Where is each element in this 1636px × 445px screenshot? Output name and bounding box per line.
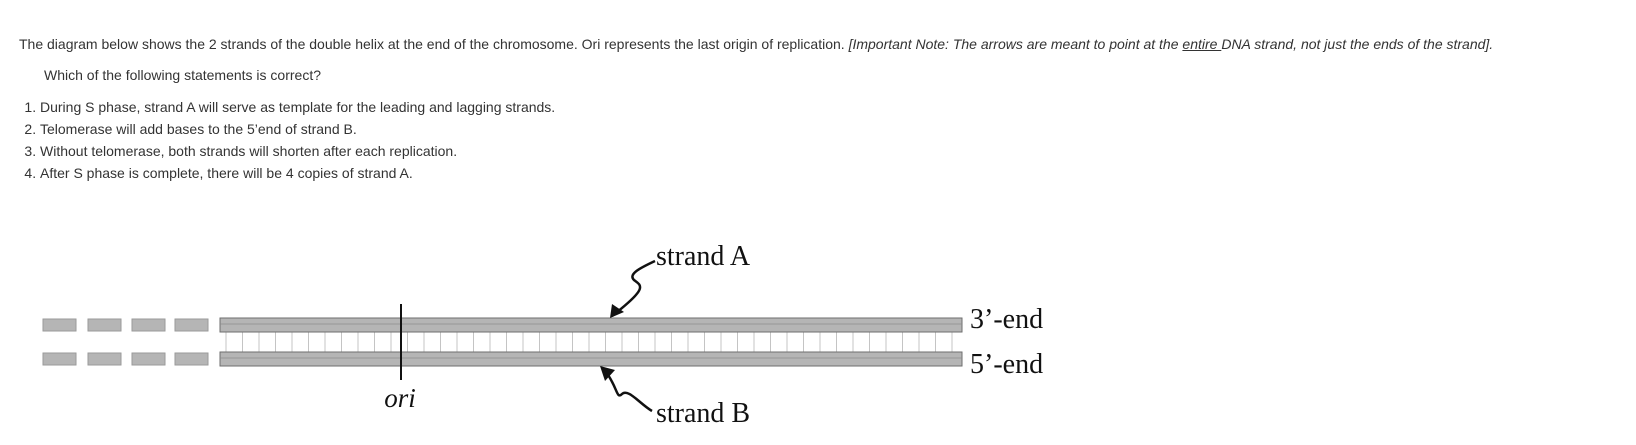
option-3: Without telomerase, both strands will sh… bbox=[40, 140, 1619, 162]
question-intro: The diagram below shows the 2 strands of… bbox=[19, 33, 1619, 55]
important-note: [Important Note: The arrows are meant to… bbox=[849, 36, 1494, 52]
note-text-before: [Important Note: The arrows are meant to… bbox=[848, 36, 1183, 52]
strand-a-bar bbox=[219, 317, 963, 333]
question-prompt: Which of the following statements is cor… bbox=[44, 67, 322, 83]
strand-b-bar bbox=[219, 351, 963, 367]
ori-label: ori bbox=[384, 383, 416, 413]
base-pair-rungs bbox=[225, 332, 953, 352]
dna-strand-diagram: ori strand A strand B 3’-end 5’-end bbox=[42, 241, 1043, 429]
top-end-label: 3’-end bbox=[970, 304, 1043, 335]
note-text-after: DNA strand, not just the ends of the str… bbox=[1221, 36, 1494, 52]
bottom-end-label: 5’-end bbox=[970, 349, 1043, 380]
bottom-strand-dashes bbox=[42, 352, 209, 366]
option-1: During S phase, strand A will serve as t… bbox=[40, 96, 1619, 118]
strand-a-label: strand A bbox=[656, 241, 751, 272]
option-4: After S phase is complete, there will be… bbox=[40, 162, 1619, 184]
strand-b-label: strand B bbox=[656, 398, 750, 429]
question-block: The diagram below shows the 2 strands of… bbox=[19, 33, 1619, 184]
strand-b-arrow-icon bbox=[600, 366, 653, 413]
strand-a-arrow-icon bbox=[610, 259, 656, 318]
note-underlined-word: entire bbox=[1182, 36, 1222, 52]
top-strand-dashes bbox=[42, 318, 209, 332]
option-2: Telomerase will add bases to the 5’end o… bbox=[40, 118, 1619, 140]
answer-options: During S phase, strand A will serve as t… bbox=[19, 96, 1619, 184]
intro-text: The diagram below shows the 2 strands of… bbox=[19, 36, 849, 52]
